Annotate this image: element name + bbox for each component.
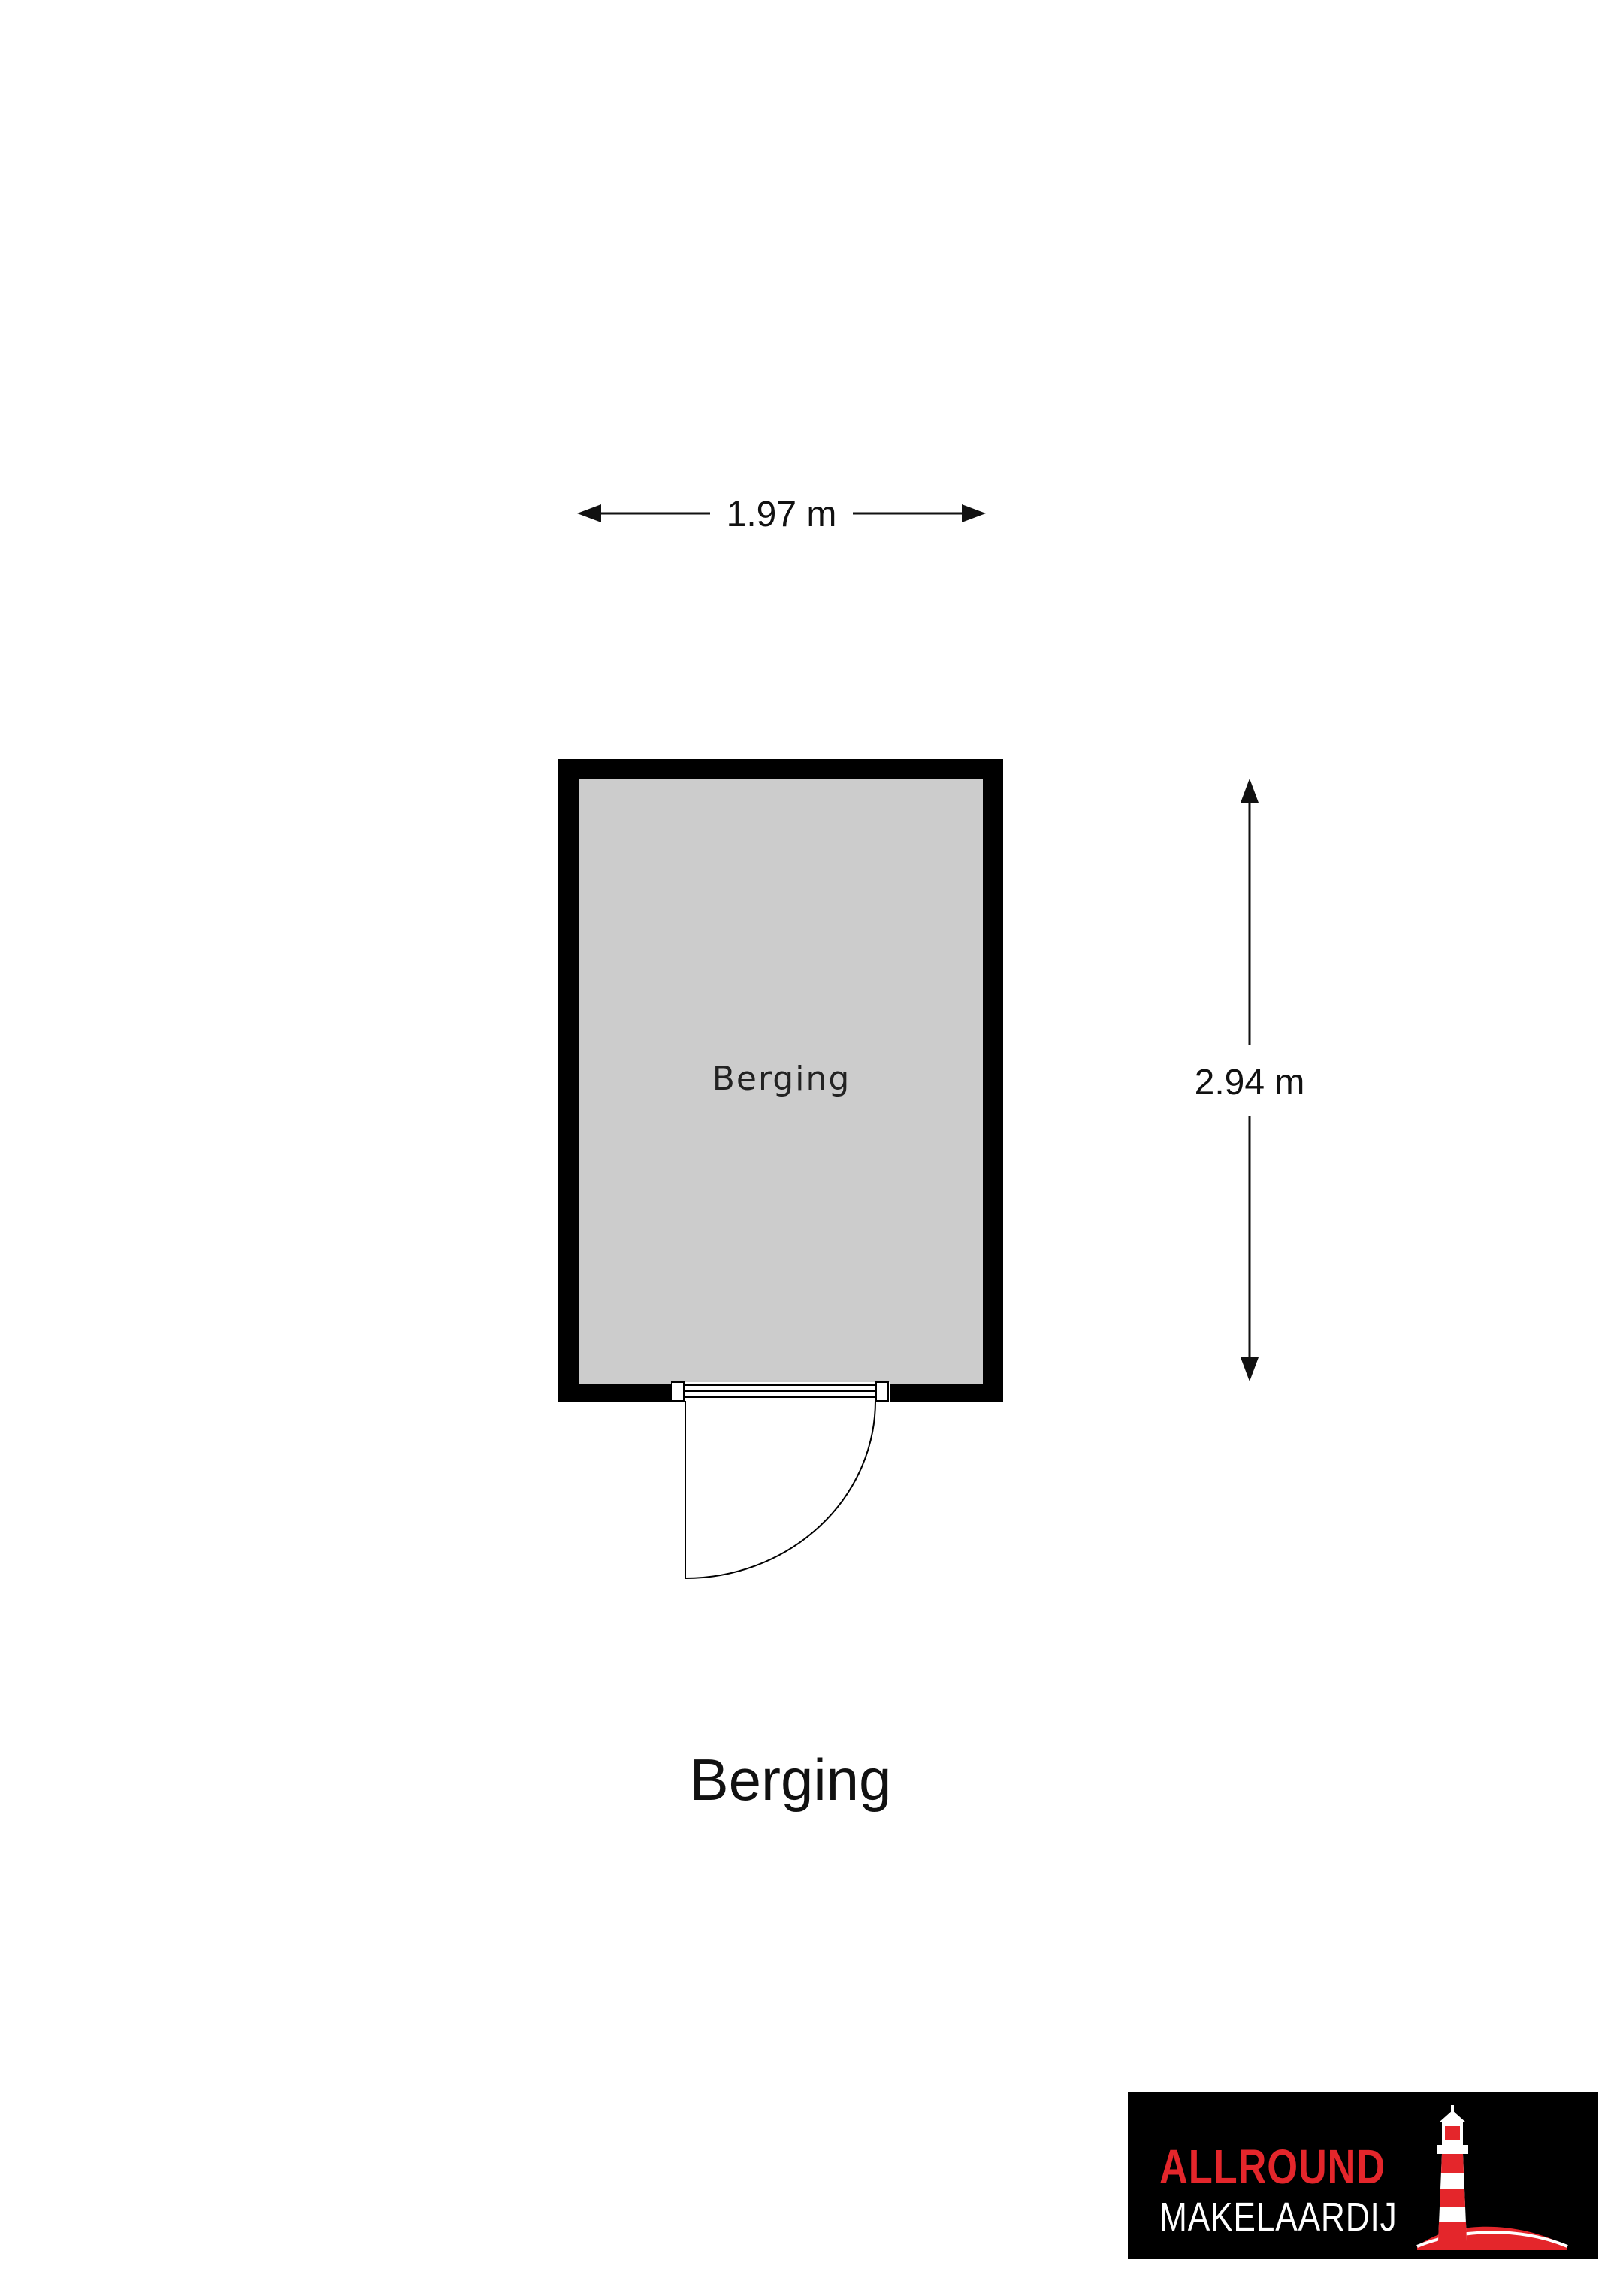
door-post-right: [875, 1381, 889, 1402]
lighthouse-icon: [1437, 2105, 1468, 2241]
logo-text-allround: ALLROUND: [1159, 2140, 1386, 2194]
height-dimension: 2.94 m: [1195, 779, 1305, 1381]
arrow-up-icon: [1241, 779, 1259, 803]
arrow-down-icon: [1241, 1357, 1259, 1381]
room-floor: [579, 779, 983, 1384]
logo-text-makelaardij: MAKELAARDIJ: [1159, 2195, 1398, 2240]
arrow-right-icon: [962, 504, 986, 522]
arrow-left-icon: [577, 504, 601, 522]
plan-title: Berging: [690, 1747, 892, 1813]
height-label: 2.94 m: [1195, 1063, 1305, 1103]
width-dimension: 1.97 m: [577, 495, 986, 534]
door-post-left: [671, 1381, 685, 1402]
room-berging: Berging: [558, 759, 1003, 1579]
door-swing-arc: [685, 1400, 876, 1579]
company-logo: ALLROUND MAKELAARDIJ: [1128, 2092, 1598, 2259]
logo-graphic: [1416, 2105, 1568, 2250]
logo-swoosh-highlight: [1416, 2231, 1568, 2248]
room-label: Berging: [712, 1060, 851, 1098]
width-label: 1.97 m: [727, 495, 837, 534]
